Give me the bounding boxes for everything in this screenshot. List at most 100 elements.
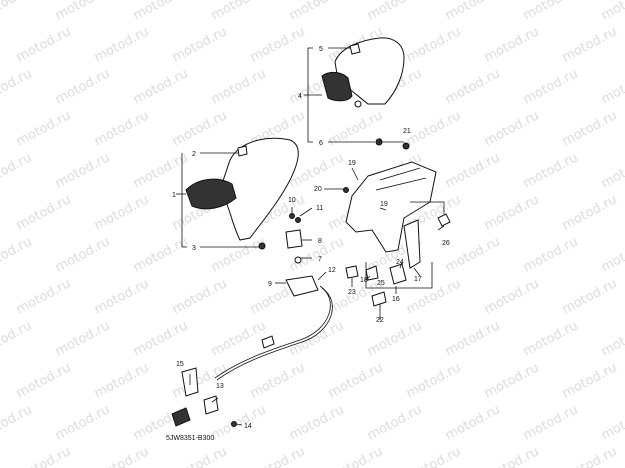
watermark-text: motod.ru [0,402,35,443]
callout-label: 10 [288,197,296,204]
callout-label: 24 [396,259,404,266]
watermark-text: motod.ru [92,276,152,317]
watermark-text: motod.ru [560,276,620,317]
watermark-text: motod.ru [599,66,625,107]
diagram-code: 5JW8351-B300 [166,435,214,442]
watermark-text: motod.ru [248,24,308,65]
callout-label: 11 [316,205,323,212]
watermark-text: motod.ru [287,0,347,24]
watermark-text: motod.ru [482,276,542,317]
watermark-text: motod.ru [443,150,503,191]
callout-label: 7 [318,256,322,263]
watermark-text: motod.ru [209,234,269,275]
watermark-text: motod.ru [482,360,542,401]
watermark-text: motod.ru [14,24,74,65]
watermark-text: motod.ru [326,444,386,468]
watermark-text: motod.ru [560,192,620,233]
watermark-text: motod.ru [92,444,152,468]
watermark-text: motod.ru [521,150,581,191]
watermark-text: motod.ru [14,276,74,317]
watermark-text: motod.ru [53,234,113,275]
watermark-text: motod.ru [92,108,152,149]
watermark-text: motod.ru [92,360,152,401]
watermark-text: motod.ru [53,66,113,107]
callout-label: 23 [348,289,356,296]
watermark-text: motod.ru [482,444,542,468]
watermark-text: motod.ru [521,0,581,24]
watermark-text: motod.ru [14,444,74,468]
watermark-text: motod.ru [599,402,625,443]
watermark-text: motod.ru [92,192,152,233]
watermark-text: motod.ru [53,150,113,191]
watermark-text: motod.ru [560,108,620,149]
watermark-text: motod.ru [599,150,625,191]
watermark-text: motod.ru [287,402,347,443]
callout-label: 5 [319,46,323,53]
watermark-text: motod.ru [326,360,386,401]
callout-label: 21 [403,128,411,135]
watermark-text: motod.ru [404,360,464,401]
watermark-text: motod.ru [209,0,269,24]
watermark-text: motod.ru [287,318,347,359]
watermark-text: motod.ru [131,0,191,24]
watermark-text: motod.ru [560,444,620,468]
callout-label: 14 [244,423,252,430]
watermark-text: motod.ru [365,402,425,443]
watermark-text: motod.ru [170,444,230,468]
watermark-text: motod.ru [443,0,503,24]
callout-label: 3 [192,245,196,252]
watermark-text: motod.ru [131,150,191,191]
callout-label: 13 [216,383,224,390]
callout-label: 19 [380,201,388,208]
watermark-text: motod.ru [53,0,113,24]
callout-label: 20 [314,186,322,193]
watermark-text: motod.ru [170,108,230,149]
luggage-rack [343,142,437,269]
callout-label: 12 [328,267,336,274]
callout-label: 15 [176,361,184,368]
watermark-text: motod.ru [14,108,74,149]
watermark-text: motod.ru [482,108,542,149]
watermark-text: motod.ru [365,0,425,24]
watermark-text: motod.ru [404,444,464,468]
watermark-text: motod.ru [0,150,35,191]
callout-label: 2 [192,151,196,158]
watermark-text: motod.ru [131,234,191,275]
watermark-text: motod.ru [599,0,625,24]
watermark-text: motod.ru [404,108,464,149]
callout-label: 16 [392,296,400,303]
watermark-text: motod.ru [521,234,581,275]
callout-label: 17 [414,276,422,283]
callout-label: 19 [348,160,356,167]
leader-lines [176,47,445,426]
watermark-text: motod.ru [0,66,35,107]
seat-lock-assembly [285,213,319,297]
callout-label: 6 [319,140,323,147]
callout-label: 9 [268,281,272,288]
watermark-text: motod.ru [443,402,503,443]
watermark-text: motod.ru [560,360,620,401]
watermark-text: motod.ru [209,66,269,107]
watermark-text: motod.ru [92,24,152,65]
watermark-text: motod.ru [53,318,113,359]
callout-label: 1 [172,192,176,199]
watermark-text: motod.ru [248,444,308,468]
watermark-text: motod.ru [170,276,230,317]
watermark-text: motod.ru [0,0,35,24]
watermark-text: motod.ru [599,234,625,275]
watermark-text: motod.ru [131,66,191,107]
callout-label: 18 [360,277,368,284]
watermark-text: motod.ru [443,66,503,107]
watermark-text: motod.ru [209,318,269,359]
watermark-text: motod.ru [0,234,35,275]
watermark-text: motod.ru [443,234,503,275]
watermark-text: motod.ru [521,318,581,359]
watermark-text: motod.ru [482,192,542,233]
watermark-text: motod.ru [482,24,542,65]
watermark-text: motod.ru [131,318,191,359]
callout-label: 25 [377,280,385,287]
rider-seat [321,37,405,146]
watermark-text: motod.ru [170,24,230,65]
